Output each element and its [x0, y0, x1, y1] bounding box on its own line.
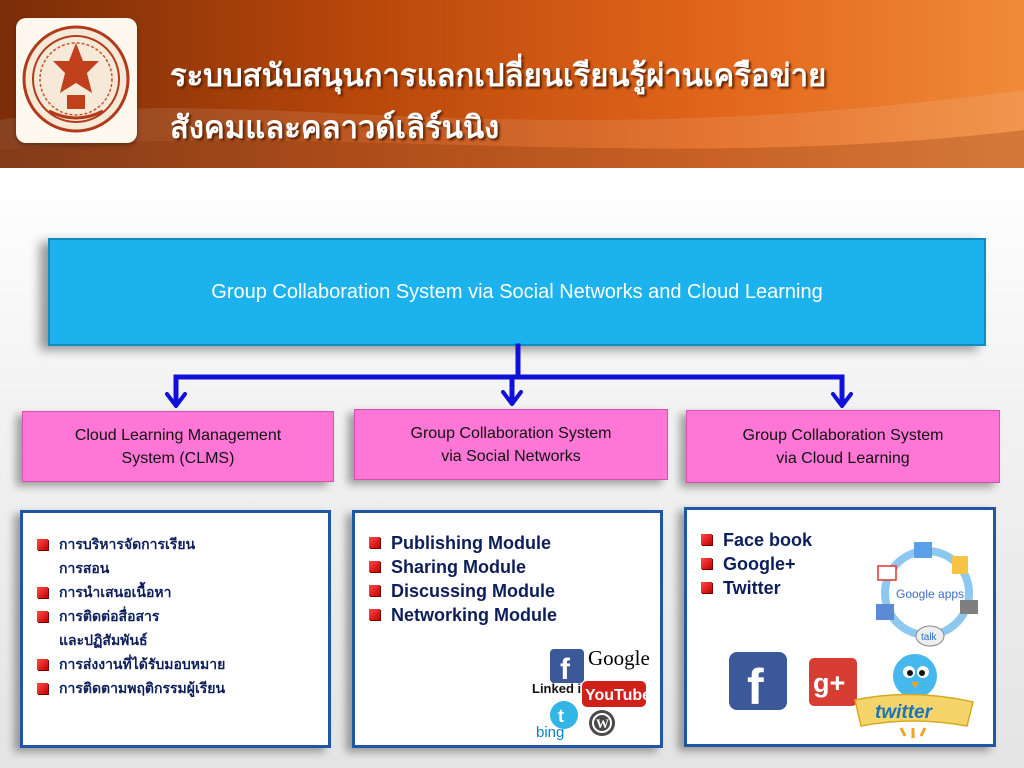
branch-node-social: Group Collaboration System via Social Ne…	[354, 409, 668, 480]
list-item: Networking Module	[369, 603, 659, 627]
gmail-icon	[877, 565, 897, 581]
arrow-head-3	[831, 392, 853, 408]
bullet-icon	[701, 582, 712, 593]
video-icon	[960, 600, 978, 614]
bullet-icon	[369, 537, 380, 548]
svg-text:YouTube: YouTube	[585, 687, 651, 704]
google-logo-icon: Google	[588, 646, 650, 670]
root-node-label: Group Collaboration System via Social Ne…	[211, 280, 823, 303]
clms-detail-panel: การบริหารจัดการเรียนการสอน การนำเสนอเนื้…	[20, 510, 331, 748]
university-seal-logo	[16, 18, 137, 143]
bullet-icon	[701, 534, 712, 545]
header-banner: ระบบสนับสนุนการแลกเปลี่ยนเรียนรู้ผ่านเคร…	[0, 0, 1024, 170]
item-text: Google+	[723, 554, 796, 574]
item-text: การบริหารจัดการเรียน	[59, 537, 196, 553]
item-text: การติดตามพฤติกรรมผู้เรียน	[59, 681, 226, 697]
branch-node-clms: Cloud Learning Management System (CLMS)	[22, 411, 334, 482]
branch-3-line-2: via Cloud Learning	[776, 449, 910, 467]
google-apps-ring-icon: Google apps talk	[876, 542, 978, 647]
sites-icon	[876, 604, 894, 620]
bullet-icon	[369, 585, 380, 596]
calendar-icon	[914, 542, 932, 558]
item-text: Publishing Module	[391, 533, 551, 553]
twitter-bird-icon	[550, 701, 578, 729]
social-logos-cluster-icon: f Google Linked in YouTube t W bing	[532, 646, 651, 741]
list-item: Sharing Module	[369, 555, 659, 579]
arrow-head-1	[165, 392, 187, 408]
item-text: และปฏิสัมพันธ์	[59, 633, 148, 649]
cloud-detail-panel: Face book Google+ Twitter Google apps ta…	[684, 507, 996, 747]
bullet-icon	[37, 539, 48, 550]
bullet-icon	[369, 561, 380, 572]
svg-text:W: W	[596, 716, 609, 731]
facebook-icon: f	[729, 652, 787, 710]
bullet-icon	[37, 611, 48, 622]
branch-node-cloud-label: Group Collaboration System via Cloud Lea…	[743, 424, 944, 470]
header-wave-decoration	[0, 90, 1024, 170]
item-text: การส่งงานที่ได้รับมอบหมาย	[59, 657, 226, 673]
item-text: Sharing Module	[391, 557, 526, 577]
twitter-bird-icon: twitter	[854, 654, 974, 738]
svg-text:twitter: twitter	[875, 702, 934, 723]
item-text: Discussing Module	[391, 581, 556, 601]
list-item: การติดตามพฤติกรรมผู้เรียน	[37, 677, 327, 701]
social-detail-panel: Publishing Module Sharing Module Discuss…	[352, 510, 663, 748]
branch-3-line-1: Group Collaboration System	[742, 426, 944, 444]
arrow-head-2	[501, 390, 523, 406]
bullet-icon	[37, 683, 48, 694]
seal-icon	[22, 25, 130, 133]
cloud-service-list: Face book Google+ Twitter	[701, 528, 861, 600]
svg-text:t: t	[558, 706, 564, 726]
bing-icon: bing	[536, 724, 564, 741]
branch-1-line-1: Cloud Learning Management	[74, 426, 282, 444]
title-line-1: ระบบสนับสนุนการแลกเปลี่ยนเรียนรู้ผ่านเคร…	[170, 58, 827, 94]
branch-2-line-2: via Social Networks	[441, 447, 581, 465]
branch-node-social-label: Group Collaboration System via Social Ne…	[411, 422, 612, 468]
social-module-list: Publishing Module Sharing Module Discuss…	[369, 531, 659, 627]
bullet-icon	[701, 558, 712, 569]
list-item: Face book	[701, 528, 861, 552]
svg-text:talk: talk	[921, 632, 938, 643]
google-plus-icon: g+	[809, 658, 857, 706]
svg-text:f: f	[560, 653, 571, 686]
docs-icon	[952, 556, 968, 574]
svg-text:Google apps: Google apps	[896, 587, 964, 601]
linkedin-icon: Linked in	[532, 681, 589, 696]
list-item: Publishing Module	[369, 531, 659, 555]
branch-node-clms-label: Cloud Learning Management System (CLMS)	[75, 424, 281, 470]
bullet-icon	[37, 659, 48, 670]
list-item: การส่งงานที่ได้รับมอบหมาย	[37, 653, 327, 677]
title-line-2: สังคมและคลาวด์เลิร์นนิง	[170, 110, 500, 146]
header-divider	[0, 168, 1024, 174]
branch-2-line-1: Group Collaboration System	[410, 424, 612, 442]
list-item: การติดต่อสื่อสารและปฏิสัมพันธ์	[37, 605, 327, 653]
branch-1-line-2: System (CLMS)	[121, 449, 235, 467]
list-item: การบริหารจัดการเรียนการสอน	[37, 533, 327, 581]
list-item: Twitter	[701, 576, 861, 600]
item-text: การติดต่อสื่อสาร	[59, 609, 160, 625]
branch-node-cloud: Group Collaboration System via Cloud Lea…	[686, 410, 1000, 483]
item-text: Face book	[723, 530, 813, 550]
item-text: Networking Module	[391, 605, 557, 625]
item-text: การนำเสนอเนื้อหา	[59, 585, 172, 601]
youtube-icon	[582, 681, 646, 707]
list-item: Discussing Module	[369, 579, 659, 603]
page-title: ระบบสนับสนุนการแลกเปลี่ยนเรียนรู้ผ่านเคร…	[170, 50, 1010, 154]
svg-text:g+: g+	[813, 668, 845, 698]
bullet-icon	[369, 609, 380, 620]
clms-item-list: การบริหารจัดการเรียนการสอน การนำเสนอเนื้…	[37, 533, 327, 701]
svg-text:f: f	[747, 659, 764, 710]
list-item: การนำเสนอเนื้อหา	[37, 581, 327, 605]
item-text: Twitter	[723, 578, 781, 598]
list-item: Google+	[701, 552, 861, 576]
item-text: การสอน	[59, 561, 110, 577]
bullet-icon	[37, 587, 48, 598]
talk-bubble-icon	[915, 625, 945, 647]
facebook-icon	[550, 649, 584, 683]
